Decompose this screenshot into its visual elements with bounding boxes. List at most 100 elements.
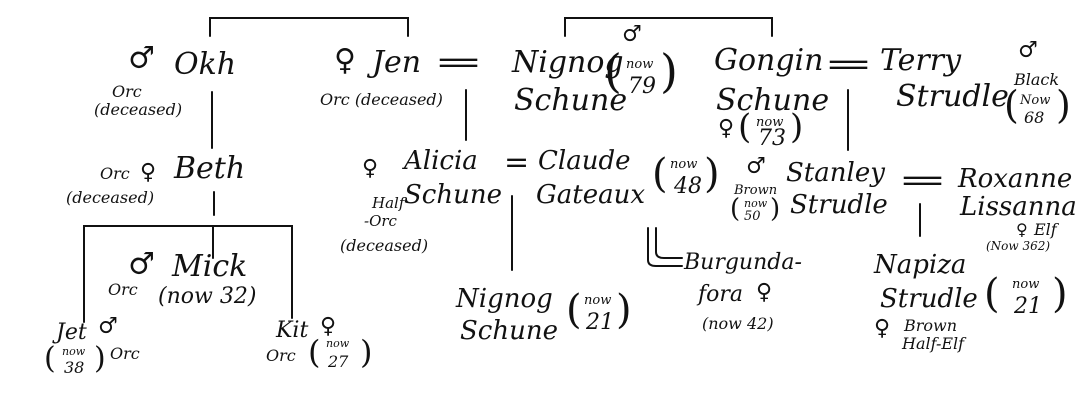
kit-gender-icon: ♀	[320, 314, 337, 339]
jet-race: Orc	[110, 344, 140, 363]
beth-name: Beth	[174, 151, 246, 186]
gongin-age-label: now	[756, 115, 784, 130]
alicia-race-line2: -Orc	[364, 212, 397, 230]
gongin-gender-icon: ♀	[718, 116, 735, 141]
stanley-age-open-paren: (	[730, 194, 741, 224]
nignog-younger-age-value: 21	[586, 310, 614, 335]
terry-gender-icon: ♂	[1018, 38, 1038, 63]
jen-gender-icon: ♀	[334, 43, 356, 78]
jet-age-label: now	[62, 345, 86, 358]
alicia-race-line1: Half	[372, 194, 405, 212]
stanley-age-close-paren: )	[770, 194, 781, 224]
roxanne-gender-icon: ♀	[1016, 220, 1028, 239]
burgundafora-age-note: (now 42)	[702, 314, 774, 333]
mick-age-note: (now 32)	[158, 284, 257, 309]
mick-race: Orc	[108, 280, 138, 299]
napiza-race2: Half-Elf	[902, 334, 965, 353]
jet-age-close-paren: )	[94, 341, 106, 376]
nignog-elder-last-name: Schune	[514, 83, 628, 118]
nignog-elder-age-label: now	[626, 57, 654, 72]
mick-name: Mick	[172, 249, 248, 284]
gongin-last-name: Schune	[716, 83, 830, 118]
nignog-elder-age-open-paren: (	[604, 44, 622, 98]
nignog-younger-last-name: Schune	[460, 316, 558, 346]
kit-name: Kit	[276, 318, 309, 343]
napiza-age-label: now	[1012, 277, 1040, 292]
alicia-claude-to-burgundafora-line-2	[655, 227, 683, 259]
kit-age-label: now	[326, 337, 350, 350]
gongin-first-name: Gongin	[714, 43, 824, 78]
jet-age-value: 38	[64, 358, 85, 377]
terry-age-open-paren: (	[1004, 83, 1019, 127]
okh-name: Okh	[174, 47, 237, 82]
nignog-younger-age-label: now	[584, 293, 612, 308]
nignog-younger-age-open-paren: (	[566, 287, 582, 333]
okh-race: Orc	[112, 82, 142, 101]
terry-age-value: 68	[1024, 108, 1045, 127]
nignog-elder-gender-icon: ♂	[622, 22, 642, 47]
alicia-first-name: Alicia	[404, 146, 478, 176]
claude-age-value: 48	[674, 174, 702, 199]
nignog-elder-age-value: 79	[628, 74, 656, 99]
stanley-gender-icon: ♂	[746, 154, 766, 179]
nignog-younger-age-close-paren: )	[616, 287, 632, 333]
napiza-age-value: 21	[1014, 294, 1042, 319]
terry-last-name: Strudle	[896, 79, 1009, 114]
kit-age-close-paren: )	[360, 333, 373, 371]
okh-status: (deceased)	[94, 100, 183, 119]
mick-gender-icon: ♂	[128, 247, 155, 282]
burgundafora-gender-icon: ♀	[756, 280, 773, 305]
gongin-age-value: 73	[758, 126, 786, 151]
napiza-race: Brown	[904, 316, 958, 335]
terry-first-name: Terry	[880, 43, 962, 78]
nignog-younger-first-name: Nignog	[456, 284, 553, 314]
beth-children-bar	[83, 225, 293, 323]
claude-first-name: Claude	[538, 146, 631, 176]
napiza-age-close-paren: )	[1052, 271, 1068, 317]
nignog-elder-age-close-paren: )	[660, 44, 678, 98]
beth-race: Orc	[100, 164, 130, 183]
kit-race: Orc	[266, 346, 296, 365]
okh-jen-sibling-bracket	[209, 17, 409, 37]
jet-age-open-paren: (	[44, 341, 56, 376]
kit-age-open-paren: (	[308, 333, 321, 371]
terry-race: Black	[1014, 70, 1060, 89]
terry-age-label: Now	[1020, 93, 1051, 108]
napiza-first-name: Napiza	[874, 250, 967, 280]
nignog-gongin-sibling-bracket	[564, 17, 773, 37]
stanley-roxanne-marriage-sign: =	[897, 163, 948, 198]
kit-age-value: 27	[328, 352, 349, 371]
napiza-last-name: Strudle	[880, 284, 978, 314]
terry-age-close-paren: )	[1056, 83, 1071, 127]
jen-name: Jen	[372, 45, 422, 80]
claude-age-label: now	[670, 157, 698, 172]
beth-status: (deceased)	[66, 188, 155, 207]
alicia-gender-icon: ♀	[362, 156, 379, 181]
roxanne-race: Elf	[1034, 220, 1057, 239]
gongin-age-close-paren: )	[790, 107, 804, 147]
burgundafora-first-name: Burgunda-	[684, 250, 802, 275]
burgundafora-last-name: fora	[698, 282, 744, 307]
jet-name: Jet	[56, 320, 87, 345]
gongin-terry-marriage-sign: =	[823, 47, 874, 82]
stanley-age-label: now	[744, 197, 768, 210]
claude-age-close-paren: )	[704, 151, 720, 197]
alicia-claude-marriage-sign: =	[504, 145, 530, 180]
stanley-last-name: Strudle	[790, 190, 888, 220]
claude-age-open-paren: (	[652, 151, 668, 197]
nignog-elder-first-name: Nignog	[512, 45, 624, 80]
stanley-race: Brown	[734, 183, 778, 198]
napiza-gender-icon: ♀	[874, 316, 891, 341]
gongin-age-open-paren: (	[738, 107, 752, 147]
jet-gender-icon: ♂	[98, 314, 118, 339]
roxanne-last-name: Lissanna	[960, 192, 1077, 222]
roxanne-age-note: (Now 362)	[986, 239, 1051, 253]
napiza-age-open-paren: (	[984, 271, 1000, 317]
claude-last-name: Gateaux	[536, 180, 646, 210]
alicia-status: (deceased)	[340, 236, 429, 255]
alicia-claude-to-burgundafora-line	[647, 227, 683, 267]
jen-detail: Orc (deceased)	[320, 90, 443, 109]
alicia-last-name: Schune	[404, 180, 502, 210]
